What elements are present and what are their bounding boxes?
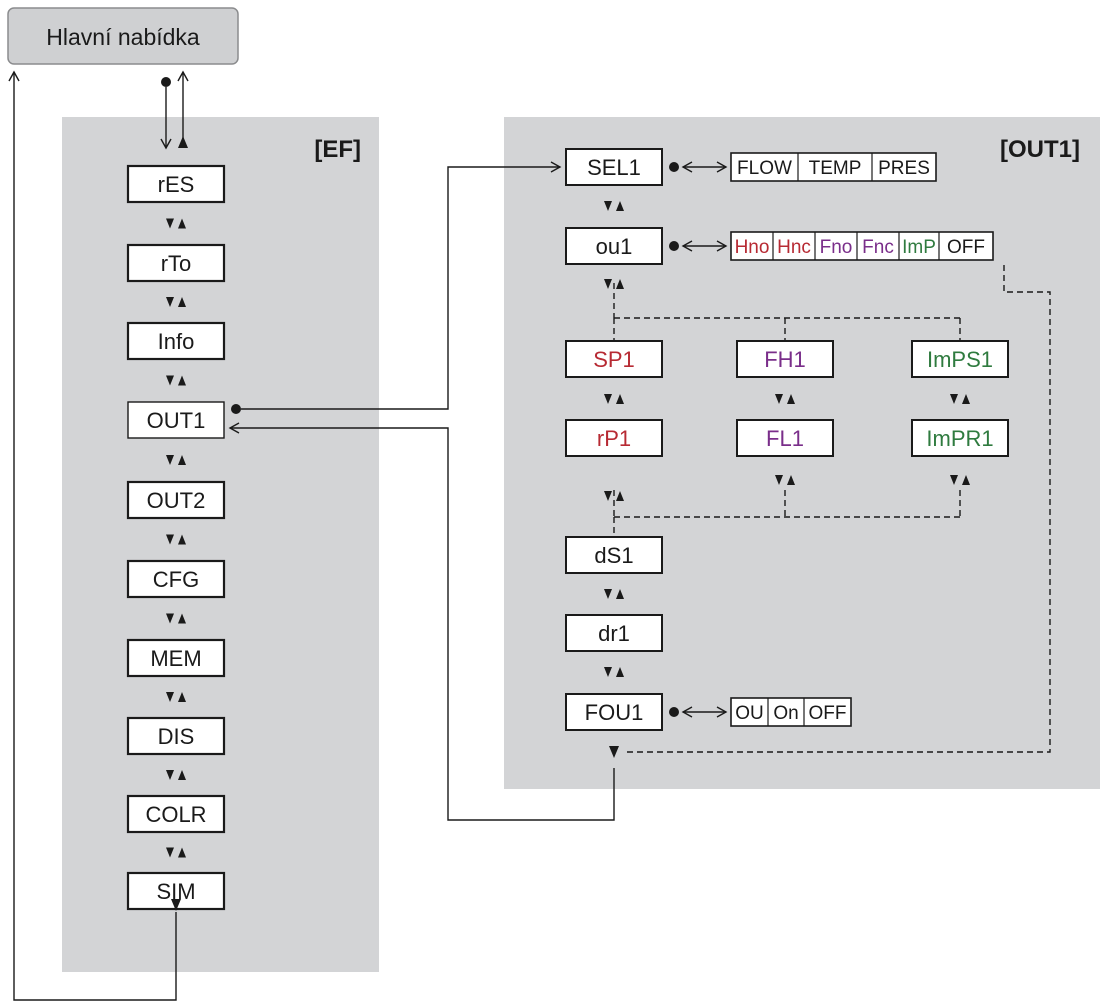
- up-down-arrows-icon: [166, 297, 186, 307]
- ef-colr-label: COLR: [145, 802, 206, 827]
- out1-sel1-node[interactable]: SEL1: [565, 148, 663, 186]
- out1-fou1-node[interactable]: FOU1: [565, 693, 663, 731]
- out1-impr1-label: ImPR1: [926, 426, 993, 451]
- option-temp[interactable]: TEMP: [809, 158, 862, 179]
- main-menu-button[interactable]: Hlavní nabídka: [7, 7, 239, 65]
- option-fno[interactable]: Fno: [820, 237, 853, 258]
- ef-res-label: rES: [158, 172, 195, 197]
- ef-colr-node[interactable]: COLR: [126, 794, 226, 834]
- up-down-arrows-icon: [604, 667, 624, 677]
- ef-dis-label: DIS: [158, 724, 195, 749]
- out1-imps1-label: ImPS1: [927, 347, 993, 372]
- up-down-arrows-icon: [166, 455, 186, 465]
- up-down-arrows-icon: [604, 279, 624, 289]
- out1-ou1-label: ou1: [596, 234, 633, 259]
- option-off[interactable]: OFF: [947, 237, 985, 258]
- out1-impr1-node[interactable]: ImPR1: [911, 419, 1009, 457]
- ef-out2-label: OUT2: [147, 488, 206, 513]
- out1-sel1-label: SEL1: [587, 155, 641, 180]
- up-down-arrows-icon: [950, 394, 970, 404]
- out1-fh1-label: FH1: [764, 347, 806, 372]
- option-fnc[interactable]: Fnc: [862, 237, 894, 258]
- up-down-arrows-icon: [775, 475, 795, 485]
- out1-ds1-label: dS1: [594, 543, 633, 568]
- up-down-arrows-icon: [604, 491, 624, 501]
- connectors: [8, 70, 728, 1001]
- option-on[interactable]: On: [773, 703, 798, 724]
- up-down-arrows-icon: [604, 201, 624, 211]
- ef-out1-label: OUT1: [147, 408, 206, 433]
- ef-cfg-label: CFG: [153, 567, 199, 592]
- main-menu-label: Hlavní nabídka: [46, 24, 200, 50]
- fou1-options-group: OU On OFF: [730, 697, 852, 727]
- ef-res-node[interactable]: rES: [126, 164, 226, 204]
- up-down-arrows-icon: [166, 847, 186, 858]
- out1-ou1-node[interactable]: ou1: [565, 227, 663, 265]
- option-hno[interactable]: Hno: [735, 237, 770, 258]
- ef-dis-node[interactable]: DIS: [126, 716, 226, 756]
- up-down-arrows-icon: [166, 692, 186, 702]
- out1-sp1-label: SP1: [593, 347, 635, 372]
- option-flow[interactable]: FLOW: [737, 158, 792, 179]
- out1-fou1-label: FOU1: [585, 700, 644, 725]
- ef-out1-node[interactable]: OUT1: [127, 401, 225, 439]
- out1-fl1-label: FL1: [766, 426, 804, 451]
- ef-mem-node[interactable]: MEM: [126, 638, 226, 678]
- ef-cfg-node[interactable]: CFG: [126, 559, 226, 599]
- up-down-arrows-icon: [166, 613, 186, 624]
- option-hnc[interactable]: Hnc: [777, 237, 811, 258]
- option-pres[interactable]: PRES: [878, 158, 930, 179]
- ef-info-label: Info: [158, 329, 195, 354]
- up-down-arrows-icon: [166, 218, 186, 229]
- up-down-arrows-icon: [166, 770, 186, 780]
- down-arrow-icon: [171, 899, 181, 911]
- up-arrow-icon: [178, 136, 188, 148]
- out1-dr1-node[interactable]: dr1: [565, 614, 663, 652]
- out1-sp1-node[interactable]: SP1: [565, 340, 663, 378]
- out1-fh1-node[interactable]: FH1: [736, 340, 834, 378]
- out1-panel-title: [OUT1]: [1000, 136, 1080, 163]
- out1-dr1-label: dr1: [598, 621, 630, 646]
- up-down-arrows-icon: [166, 534, 186, 545]
- navigation-arrows: [166, 136, 970, 911]
- option-imp[interactable]: ImP: [902, 237, 936, 258]
- option-off[interactable]: OFF: [809, 703, 847, 724]
- out1-imps1-node[interactable]: ImPS1: [911, 340, 1009, 378]
- ef-panel-title: [EF]: [314, 136, 361, 163]
- out1-fl1-node[interactable]: FL1: [736, 419, 834, 457]
- ef-info-node[interactable]: Info: [126, 321, 226, 361]
- out1-ds1-node[interactable]: dS1: [565, 536, 663, 574]
- up-down-arrows-icon: [166, 375, 186, 386]
- dashed-connectors: [613, 265, 1051, 753]
- ef-mem-label: MEM: [150, 646, 201, 671]
- option-groups: FLOW TEMP PRES Hno Hnc Fno Fnc ImP OFF OU On OFF: [730, 152, 994, 727]
- down-arrow-icon: [609, 746, 619, 758]
- up-down-arrows-icon: [950, 475, 970, 485]
- ef-rto-label: rTo: [161, 251, 192, 276]
- up-down-arrows-icon: [775, 394, 795, 404]
- out1-rp1-label: rP1: [597, 426, 631, 451]
- ef-out2-node[interactable]: OUT2: [126, 480, 226, 520]
- option-ou[interactable]: OU: [735, 703, 764, 724]
- sel1-options-group: FLOW TEMP PRES: [730, 152, 937, 182]
- up-down-arrows-icon: [604, 589, 624, 599]
- ef-rto-node[interactable]: rTo: [126, 243, 226, 283]
- up-down-arrows-icon: [604, 394, 624, 404]
- ou1-options-group: Hno Hnc Fno Fnc ImP OFF: [730, 231, 994, 261]
- out1-rp1-node[interactable]: rP1: [565, 419, 663, 457]
